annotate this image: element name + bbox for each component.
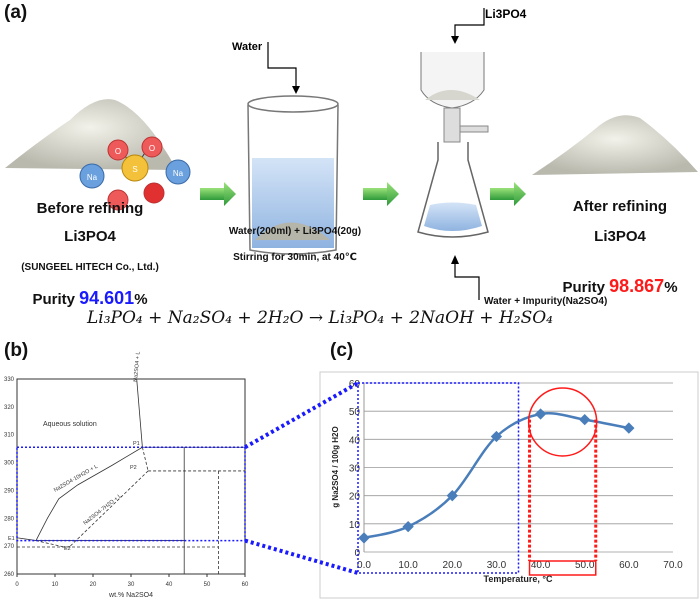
highlight-box-b: [16, 446, 246, 542]
x-tick-label-b: 40: [166, 582, 173, 588]
x-tick-label-c: 40.0: [531, 560, 551, 571]
y-tick-label-b: 290: [4, 488, 15, 494]
step-line1: Water(200ml) + Li3PO4(20g): [228, 226, 362, 237]
data-point: [579, 413, 591, 426]
powder-inlet-arrow-icon: [454, 8, 485, 38]
y-axis-label-c: g Na2SO4 / 100g H2O: [331, 426, 340, 507]
before-purity-value: 94.601: [79, 288, 135, 308]
data-point: [402, 520, 414, 533]
x-tick-label-c: 30.0: [487, 560, 507, 571]
phase-boundary-line: [69, 470, 149, 547]
data-point: [490, 430, 503, 443]
na2so4-molecule-icon: Na Na S O O: [79, 136, 191, 211]
process-illustration: Na Na S O O Li3PO Water Li3PO4: [5, 7, 698, 300]
highlight-box-c: [357, 382, 520, 574]
x-tick-label-c: 70.0: [663, 560, 683, 571]
reaction-equation: Li₃PO₄ + Na₂SO₄ + 2H₂O → Li₃PO₄ + 2NaOH …: [87, 308, 553, 328]
x-axis-label-c: Temperature, °C: [484, 574, 553, 584]
panel-c-label: (c): [330, 340, 354, 361]
after-title: After refining: [572, 198, 668, 215]
waste-outlet-arrow-icon: [454, 262, 480, 300]
y-tick-label-b: 260: [4, 572, 15, 578]
data-point: [534, 408, 547, 420]
water-inlet-arrow-icon: [267, 42, 297, 88]
y-tick-label-b: 300: [4, 461, 15, 467]
pile-label: Li3PO: [78, 229, 113, 243]
data-point: [446, 490, 458, 502]
waste-label: Water + Impurity(Na2SO4): [484, 296, 608, 307]
x-tick-label-b: 20: [90, 582, 97, 588]
chart-frame-c: [319, 371, 699, 599]
plot-frame-b: [16, 378, 246, 575]
y-tick-label-c: 30: [349, 464, 361, 475]
svg-text:O: O: [115, 147, 121, 156]
annotation-b: Na2SO4 + L: [133, 351, 142, 382]
annotation-b: Na2SO4·7H2O + L: [83, 493, 123, 526]
y-tick-label-c: 0: [354, 548, 360, 559]
x-tick-label-b: 0: [15, 582, 19, 588]
y-tick-label-c: 20: [349, 492, 361, 503]
annotation-b: Na2SO4·10H2O + L: [53, 464, 99, 494]
process-arrow-icon: [490, 182, 526, 206]
process-arrow-icon: [200, 182, 236, 206]
annotation-b: Aqueous solution: [43, 421, 97, 428]
y-tick-label-b: 310: [4, 433, 15, 439]
connector-bottom: [244, 538, 359, 575]
x-tick-label-b: 50: [204, 582, 211, 588]
x-axis-label-b: wt.% Na2SO4: [108, 592, 153, 599]
y-tick-label-b: 330: [4, 377, 15, 383]
data-point: [623, 422, 635, 434]
phase-boundary-line: [35, 540, 67, 548]
y-tick-label-c: 50: [349, 407, 361, 418]
before-compound: Li3PO4: [64, 228, 116, 245]
panel-b-label: (b): [4, 340, 29, 361]
filter-flask-icon: [417, 52, 489, 238]
supplier: (SUNGEEL HITECH Co., Ltd.): [21, 262, 159, 273]
before-purity: Purity 94.601%: [32, 288, 148, 308]
x-tick-label-b: 60: [242, 582, 249, 588]
top-label: Li3PO4: [485, 7, 527, 21]
x-tick-label-c: 50.0: [575, 560, 595, 571]
y-tick-label-b: 280: [4, 516, 15, 522]
y-tick-label-c: 40: [349, 435, 361, 446]
powder-pile-before: [5, 99, 175, 170]
y-tick-label-b: 270: [4, 544, 15, 550]
x-tick-label-c: 20.0: [443, 560, 463, 571]
phase-boundary-line: [142, 447, 149, 472]
x-tick-label-c: 0.0: [357, 560, 371, 571]
x-tick-label-c: 60.0: [619, 560, 639, 571]
x-tick-label-c: 10.0: [398, 560, 418, 571]
step-line2: Stirring for 30min, at 40℃: [233, 252, 357, 263]
panel-a-label: (a): [4, 2, 28, 23]
phase-boundary-line: [136, 378, 143, 448]
data-point: [358, 532, 370, 544]
after-purity-value: 98.867: [609, 276, 665, 296]
annotation-b: E1: [8, 536, 15, 542]
svg-text:Na: Na: [173, 169, 184, 178]
after-compound: Li3PO4: [594, 228, 646, 245]
x-tick-label-b: 10: [52, 582, 59, 588]
y-tick-label-c: 10: [349, 520, 361, 531]
annotation-b: E2: [64, 546, 71, 552]
after-purity: Purity 98.867%: [562, 276, 678, 296]
connector-top: [244, 381, 359, 449]
svg-text:Na: Na: [87, 173, 98, 182]
highlight-range-box: [528, 560, 597, 576]
annotation-b: P2: [130, 465, 137, 471]
water-label: Water: [232, 41, 263, 53]
beaker-icon: [247, 95, 339, 255]
y-tick-label-b: 320: [4, 405, 15, 411]
process-arrow-icon: [363, 182, 399, 206]
annotation-b: P1: [133, 441, 140, 447]
before-title: Before refining: [36, 200, 144, 217]
phase-boundary-line: [35, 446, 143, 541]
powder-pile-after: [532, 115, 698, 175]
x-tick-label-b: 30: [128, 582, 135, 588]
svg-text:S: S: [132, 165, 137, 174]
svg-text:O: O: [149, 144, 155, 153]
